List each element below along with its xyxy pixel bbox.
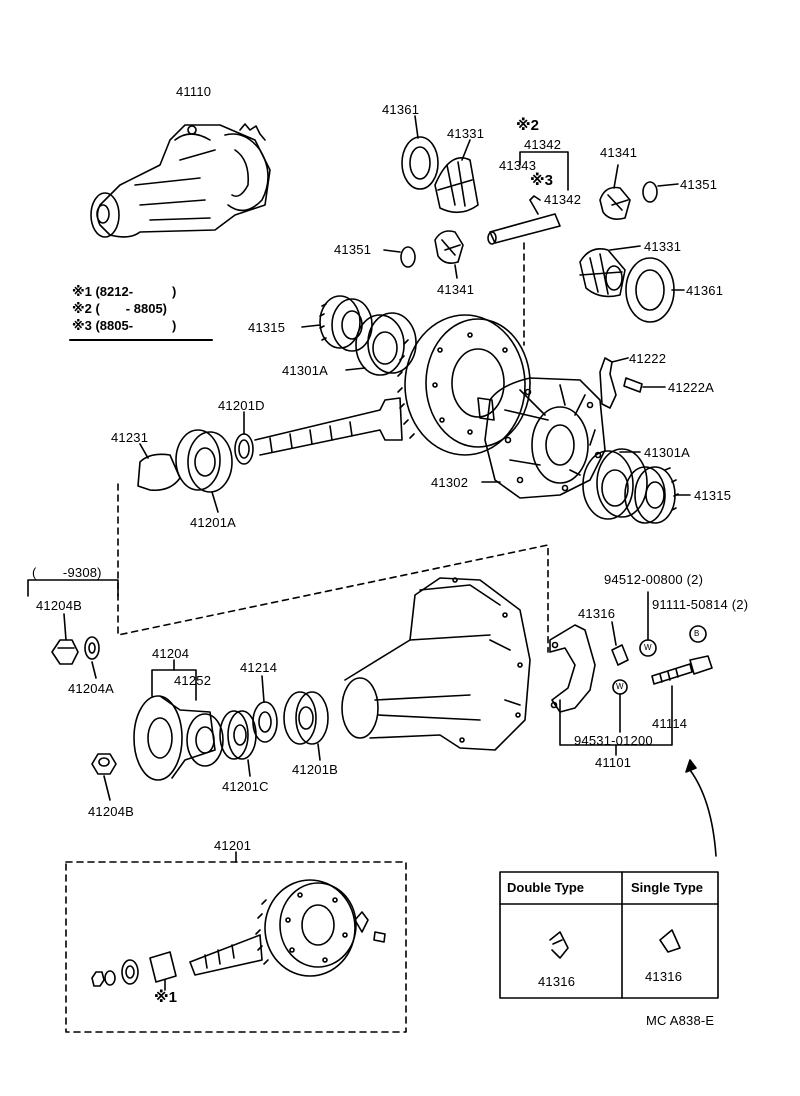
diagram-code: MC A838-E [646, 1013, 715, 1028]
note-3: ※3 (8805- ) [72, 318, 177, 333]
pinion-bearing-41201B [283, 691, 329, 745]
label-41201: 41201 [214, 838, 252, 853]
label-91111: 91111-50814 (2) [652, 597, 749, 612]
label-41316-single: 41316 [645, 969, 683, 984]
bearing-spacer-41231 [137, 453, 181, 492]
gear-set-41201-box [65, 861, 407, 1033]
label-41204B-top: 41204B [36, 598, 83, 613]
label-41342-mid: 41342 [544, 192, 582, 207]
label-41110: 41110 [176, 84, 212, 99]
label-41341-top: 41341 [600, 145, 638, 160]
label-41222: 41222 [629, 351, 667, 366]
label-41361-mid: 41361 [686, 283, 724, 298]
label-94512: 94512-00800 (2) [604, 572, 704, 587]
label-41301A-left: 41301A [282, 363, 329, 378]
mark-2: ※2 [516, 117, 539, 134]
ring-gear-illustration [397, 314, 531, 456]
bolt-41114 [651, 655, 713, 685]
bearing-cap-illustration [549, 624, 596, 713]
label-41204A: 41204A [68, 681, 115, 696]
pinion-bearing-41201C [219, 710, 257, 760]
note-1: ※1 (8212- ) [72, 284, 177, 299]
label-41222A: 41222A [668, 380, 715, 395]
label-41201D: 41201D [218, 398, 265, 413]
washer-91111 [689, 625, 707, 643]
double-type-plate-icon [549, 931, 569, 959]
label-41342-top: 41342 [524, 137, 562, 152]
side-bearing-41301A-right [582, 448, 648, 520]
mark-3: ※3 [530, 172, 553, 189]
label-41201C: 41201C [222, 779, 269, 794]
label-41315-left: 41315 [248, 320, 286, 335]
single-type-plate-icon [659, 929, 681, 953]
type-comparison-box [499, 871, 719, 999]
label-41201A: 41201A [190, 515, 237, 530]
carrier-housing-41101 [341, 577, 531, 751]
label-41315-right: 41315 [694, 488, 732, 503]
nut-41204B-bottom [91, 753, 117, 775]
label-41351-mid: 41351 [334, 242, 372, 257]
pinion-washer-41351-mid [400, 246, 416, 268]
pinion-gear-41341-top [599, 186, 631, 220]
label-41341-mid: 41341 [437, 282, 475, 297]
note-2: ※2 ( - 8805) [72, 301, 167, 316]
label-41316-main: 41316 [578, 606, 616, 621]
washer-mark-b: B [694, 629, 700, 638]
side-gear-41331-mid [579, 248, 626, 298]
label-41316-double: 41316 [538, 974, 576, 989]
bolt-41222A [623, 377, 643, 393]
thrust-washer-41361-top [401, 136, 439, 190]
washer-mark-w1: W [644, 643, 652, 652]
double-type-heading: Double Type [507, 880, 585, 895]
pinion-shaft-41342 [487, 195, 561, 245]
drive-pinion-illustration [254, 397, 403, 456]
label-41331-mid: 41331 [644, 239, 682, 254]
label-41214: 41214 [240, 660, 278, 675]
pinion-washer-41351-top [642, 181, 658, 203]
differential-case-41302 [477, 377, 606, 499]
label-41231: 41231 [111, 430, 149, 445]
carrier-assembly-illustration [90, 123, 271, 238]
label-41204B-bottom: 41204B [88, 804, 135, 819]
label-41343: 41343 [499, 158, 537, 173]
washer-41204A [84, 636, 100, 660]
washer-mark-w2: W [616, 682, 624, 691]
label-41361-top: 41361 [382, 102, 420, 117]
plate-washer-41214 [252, 701, 278, 743]
label-41101: 41101 [595, 755, 632, 770]
label-41302: 41302 [431, 475, 469, 490]
label-9308: ( -9308) [32, 565, 102, 580]
label-41201B: 41201B [292, 762, 339, 777]
label-41204: 41204 [152, 646, 190, 661]
pinion-bearing-41201A [175, 429, 233, 493]
companion-flange-41204 [133, 695, 216, 781]
thrust-washer-41361-mid [625, 257, 675, 323]
label-94531: 94531-01200 [574, 733, 653, 748]
gear-set-41201-illustration [91, 879, 386, 987]
single-type-heading: Single Type [631, 880, 703, 895]
lock-plate-41222 [599, 357, 617, 409]
nut-41204B-top [51, 639, 79, 665]
mark-1: ※1 [154, 989, 177, 1006]
oil-seal-41252 [186, 713, 224, 767]
label-41114: 41114 [652, 716, 688, 731]
side-gear-41331-top [434, 157, 479, 214]
lock-plate-41316 [611, 644, 629, 666]
pointer-arrow [689, 769, 717, 857]
side-bearing-41301A-left [355, 312, 417, 376]
label-41301A-right: 41301A [644, 445, 691, 460]
label-41351-top: 41351 [680, 177, 718, 192]
label-41252: 41252 [174, 673, 212, 688]
label-41331-top: 41331 [447, 126, 485, 141]
spacer-41201D [234, 433, 254, 465]
pinion-gear-41341-mid [434, 230, 464, 264]
